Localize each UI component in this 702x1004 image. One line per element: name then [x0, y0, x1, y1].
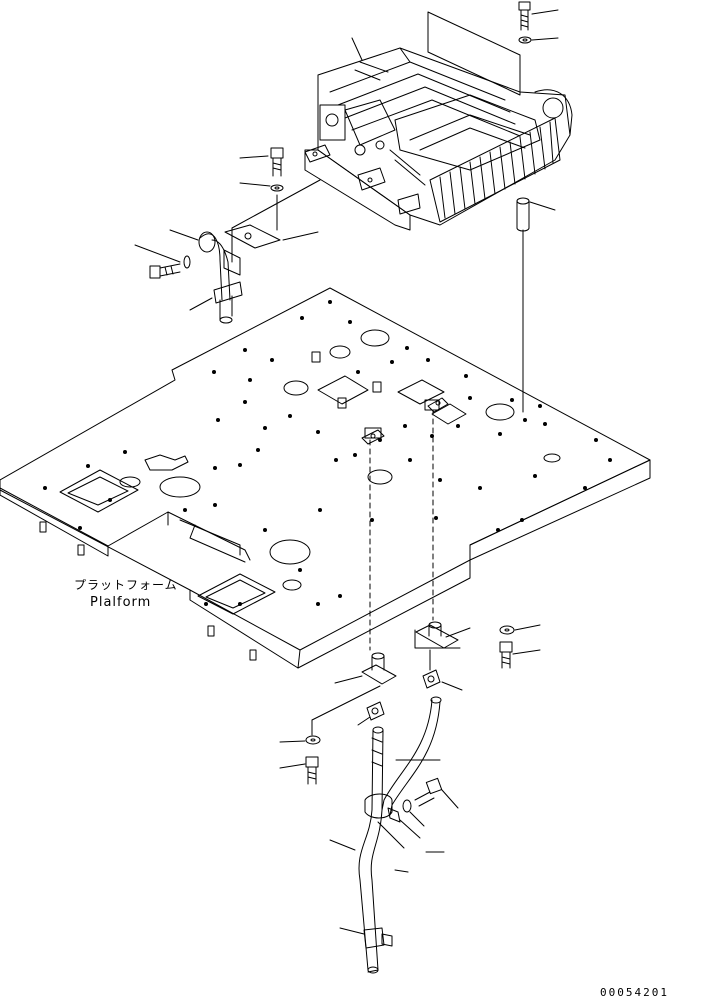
platform-plate [0, 287, 651, 669]
bolt-lower-right [499, 641, 513, 669]
platform-clip-right [427, 397, 449, 413]
washer-left-horizontal [183, 255, 191, 269]
hose-fitting-right [415, 621, 459, 649]
hose-band-bottom [363, 927, 393, 949]
washer-lower-left [305, 735, 321, 745]
hose-band-clamp [364, 793, 401, 823]
drain-hose-right [381, 696, 442, 816]
duct-tube-left [198, 231, 243, 324]
bolt-lower-left [305, 756, 319, 785]
drain-hose-left [358, 726, 384, 971]
washer-left-upper [270, 184, 284, 192]
duct-bracket [224, 224, 319, 249]
platform-label-english: Plalform [90, 595, 152, 610]
spacer-collar [516, 197, 530, 232]
bolt-left-horizontal [149, 263, 181, 279]
washer-top-right [518, 36, 532, 44]
bolt-clamp [414, 777, 443, 807]
bolt-top-right [518, 1, 531, 31]
drawing-code: 00054201 [600, 986, 669, 999]
platform-clip-left [361, 429, 385, 445]
hose-clamp-right [422, 669, 441, 689]
washer-lower-right [499, 625, 515, 635]
platform-label-japanese: プラットフォーム [74, 578, 178, 592]
washer-clamp [402, 799, 412, 813]
air-conditioner-unit [304, 11, 573, 231]
hose-fitting-left [361, 652, 397, 685]
bolt-left-upper [270, 147, 284, 177]
hose-clamp-left [366, 701, 385, 721]
